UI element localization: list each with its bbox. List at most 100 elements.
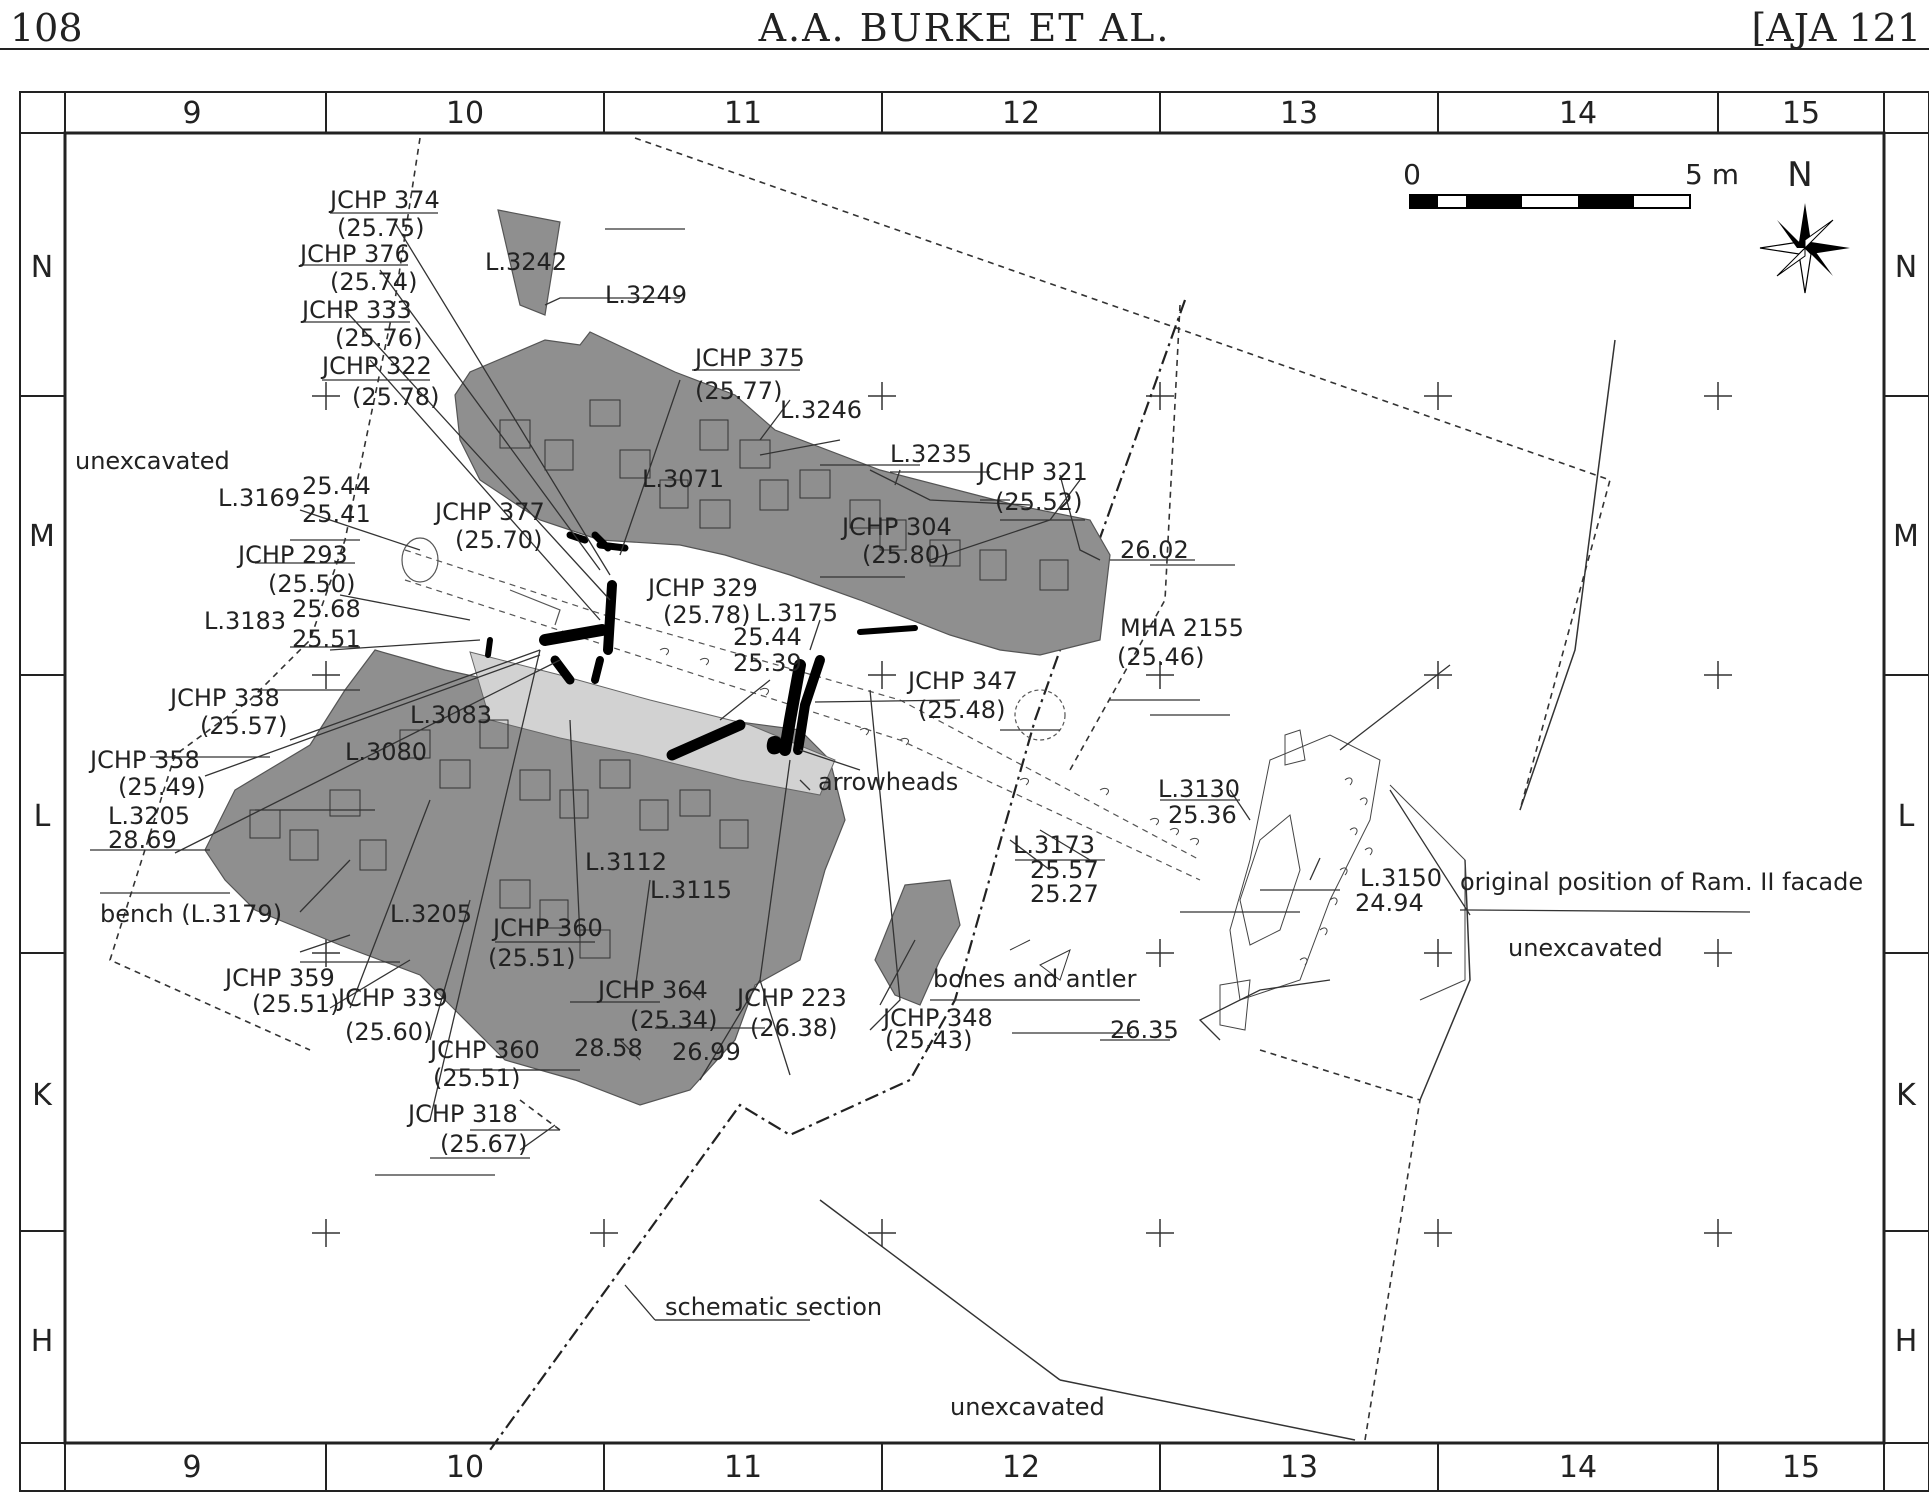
label-jchp318: JCHP 318 [406, 1100, 518, 1128]
label-l3150: L.3150 [1360, 864, 1442, 892]
label-l3169-e1: 25.44 [302, 472, 371, 500]
label-jchp364-elev: (25.34) [630, 1006, 717, 1034]
label-jchp360b: JCHP 360 [428, 1036, 540, 1064]
label-mha2155-elev: (25.46) [1117, 643, 1204, 671]
label-jchp360a-elev: (25.51) [488, 944, 575, 972]
scale-bar-end: 5 m [1685, 158, 1739, 191]
label-unexcavated-south: unexcavated [950, 1393, 1105, 1421]
journal-reference: [AJA 121 [1751, 6, 1921, 50]
label-l3175: L.3175 [756, 599, 838, 627]
col-label-12-bottom: 12 [1002, 1450, 1040, 1485]
row-labels: N M L K H N M L K H [29, 250, 1919, 1359]
label-jchp348: JCHP 348 [881, 1004, 993, 1032]
label-jchp322-elev: (25.78) [352, 383, 439, 411]
label-jchp376-elev: (25.74) [330, 268, 417, 296]
col-label-9-top: 9 [182, 96, 201, 131]
label-jchp358-elev: (25.49) [118, 773, 205, 801]
label-jchp374-elev: (25.75) [337, 214, 424, 242]
label-jchp377-elev: (25.70) [455, 526, 542, 554]
label-jchp348-elev: (25.43) [885, 1026, 972, 1054]
north-label: N [1787, 155, 1812, 195]
label-jchp338: JCHP 338 [168, 684, 280, 712]
column-labels: 9 10 11 12 13 14 15 9 10 11 12 13 14 15 [182, 96, 1820, 1485]
running-title: A.A. BURKE ET AL. [758, 6, 1171, 50]
scale-bar: 0 5 m [1403, 158, 1739, 209]
burnt-wood [485, 531, 918, 761]
label-jchp364: JCHP 364 [596, 976, 708, 1004]
col-label-11-top: 11 [724, 96, 762, 131]
label-l3083: L.3083 [410, 701, 492, 729]
label-jchp304: JCHP 304 [840, 513, 952, 541]
label-jchp374: JCHP 374 [328, 186, 440, 214]
label-l3115: L.3115 [650, 876, 732, 904]
scale-bar-start: 0 [1403, 158, 1421, 191]
grid-frame [19, 91, 1929, 1492]
label-jchp321: JCHP 321 [976, 458, 1088, 486]
stone-outlines [249, 399, 1071, 981]
col-label-14-top: 14 [1559, 96, 1597, 131]
channel-lines [404, 549, 1201, 881]
label-l3175-e2: 25.39 [733, 649, 802, 677]
label-l3173-e2: 25.27 [1030, 880, 1099, 908]
label-e2635: 26.35 [1110, 1016, 1179, 1044]
label-l3242: L.3242 [485, 248, 567, 276]
label-mha2155: MHA 2155 [1120, 614, 1244, 642]
label-l3205-west: L.3205 [108, 802, 190, 830]
plaster-surface [469, 651, 836, 796]
page-number: 108 [10, 6, 83, 50]
label-jchp377: JCHP 377 [433, 498, 545, 526]
col-label-10-bottom: 10 [446, 1450, 484, 1485]
row-label-h-left: H [31, 1324, 54, 1359]
label-jchp329-elev: (25.78) [663, 601, 750, 629]
label-jchp359: JCHP 359 [223, 964, 335, 992]
label-schematic-section: schematic section [665, 1293, 882, 1321]
label-jchp360b-elev: (25.51) [433, 1064, 520, 1092]
label-jchp223-elev: (26.38) [750, 1014, 837, 1042]
col-label-15-bottom: 15 [1782, 1450, 1820, 1485]
col-label-10-top: 10 [446, 96, 484, 131]
label-l3169-e2: 25.41 [302, 500, 371, 528]
label-arrowheads: arrowheads [818, 768, 958, 796]
label-jchp375: JCHP 375 [693, 344, 805, 372]
row-label-n-right: N [1895, 250, 1917, 285]
label-jchp333: JCHP 333 [300, 296, 412, 324]
col-label-14-bottom: 14 [1559, 1450, 1597, 1485]
label-l3249: L.3249 [605, 281, 687, 309]
row-label-m-left: M [29, 519, 55, 554]
label-unexcavated-west: unexcavated [75, 447, 230, 475]
label-jchp321-elev: (25.52) [995, 488, 1082, 516]
north-arrow-icon [1759, 203, 1850, 294]
label-jchp347: JCHP 347 [906, 667, 1018, 695]
label-l3150-elev: 24.94 [1355, 889, 1424, 917]
label-l3130-elev: 25.36 [1168, 801, 1237, 829]
label-jchp293-elev: (25.50) [268, 570, 355, 598]
label-l3246: L.3246 [780, 396, 862, 424]
label-l3080: L.3080 [345, 738, 427, 766]
col-label-12-top: 12 [1002, 96, 1040, 131]
label-jchp318-elev: (25.67) [440, 1130, 527, 1158]
label-bench: bench (L.3179) [100, 900, 282, 928]
label-jchp339: JCHP 339 [336, 984, 448, 1012]
schematic-section-line [489, 299, 1187, 1451]
row-label-h-right: H [1895, 1324, 1918, 1359]
row-label-k-right: K [1896, 1078, 1917, 1113]
leader-lines [174, 222, 1751, 1321]
label-l3235: L.3235 [890, 440, 972, 468]
circles [401, 537, 1066, 741]
label-jchp223: JCHP 223 [735, 984, 847, 1012]
label-l3071: L.3071 [642, 465, 724, 493]
col-label-15-top: 15 [1782, 96, 1820, 131]
label-jchp359-elev: (25.51) [252, 990, 339, 1018]
row-label-l-left: L [34, 799, 51, 834]
row-label-k-left: K [32, 1078, 53, 1113]
label-jchp360a: JCHP 360 [491, 914, 603, 942]
col-label-13-bottom: 13 [1280, 1450, 1318, 1485]
label-jchp339-elev: (25.60) [345, 1018, 432, 1046]
label-l3205-west-elev: 28.69 [108, 826, 177, 854]
excavation-limits-solid [819, 339, 1616, 1441]
row-label-n-left: N [31, 250, 53, 285]
label-facade: original position of Ram. II facade [1460, 868, 1863, 896]
label-jchp329: JCHP 329 [646, 574, 758, 602]
label-jchp293: JCHP 293 [236, 541, 348, 569]
